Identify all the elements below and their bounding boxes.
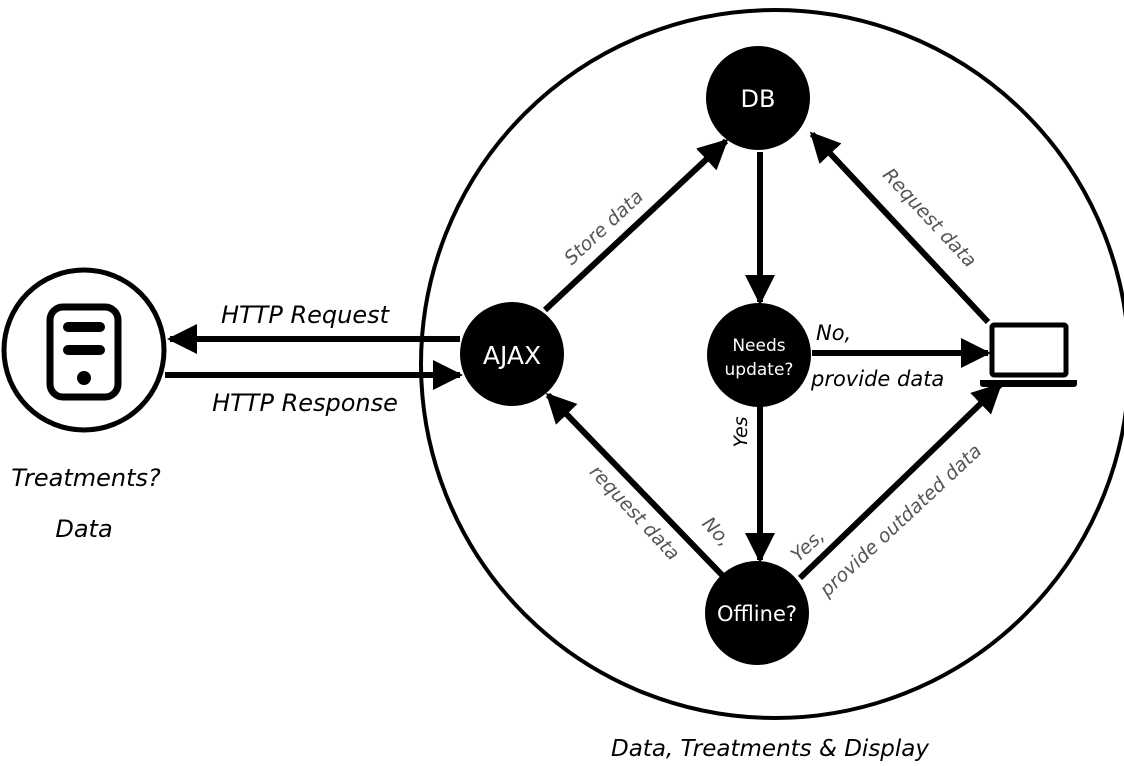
- offline-node: Offline?: [705, 561, 809, 665]
- yes-outdated-label-line2: provide outdated data: [815, 440, 986, 602]
- http-request-label: HTTP Request: [221, 301, 391, 329]
- client-caption: Data, Treatments & Display: [611, 736, 929, 762]
- db-node-label: DB: [741, 85, 776, 113]
- ajax-node-label: AJAX: [483, 341, 541, 370]
- db-node: DB: [706, 46, 810, 150]
- needs-update-node: Needs update?: [707, 303, 811, 407]
- offline-node-label: Offline?: [717, 602, 797, 626]
- request-data-arrow: [809, 131, 991, 325]
- needs-update-label-line2: update?: [725, 360, 794, 380]
- server-icon: [46, 303, 122, 401]
- http-response-label: HTTP Response: [212, 389, 398, 417]
- no-provide-label-line2: provide data: [810, 367, 944, 391]
- needs-update-label-line1: Needs: [732, 336, 785, 356]
- client-boundary-circle: [419, 8, 1124, 720]
- ajax-node: AJAX: [460, 302, 564, 406]
- yes-provide-outdated-arrow: [797, 382, 1003, 581]
- server-caption-line1: Treatments?: [11, 464, 161, 492]
- laptop-icon: [980, 322, 1077, 387]
- server-boundary-circle: [1, 267, 167, 433]
- no-request-label-line2: request data: [585, 461, 684, 565]
- server-caption-line2: Data: [55, 515, 112, 543]
- store-data-arrow: [542, 138, 729, 313]
- no-request-label-line1: No,: [697, 513, 735, 551]
- yes-label: Yes: [730, 416, 752, 447]
- no-request-data-arrow: [545, 392, 725, 578]
- no-provide-label-line1: No,: [816, 321, 851, 345]
